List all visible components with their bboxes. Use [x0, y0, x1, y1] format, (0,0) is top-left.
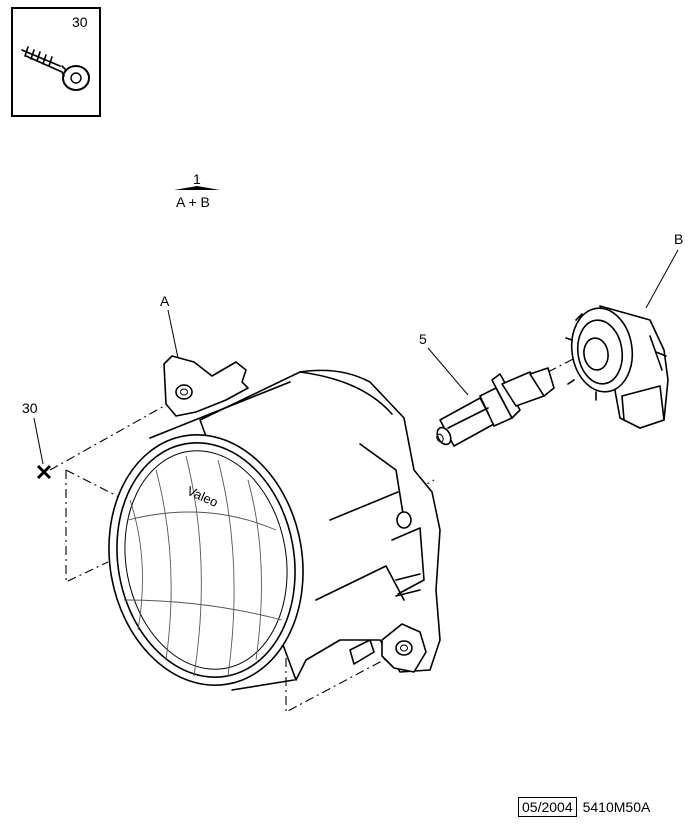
bulb-holder-connector	[565, 305, 669, 429]
screw-position-icon	[36, 464, 52, 480]
callout-b-label: B	[674, 231, 683, 247]
callout-b-leader	[645, 249, 679, 309]
operation-parts: A + B	[176, 194, 210, 210]
screw-icon	[21, 46, 90, 91]
screw-box-number: 30	[72, 14, 88, 30]
fog-lamp-housing: Valeo	[108, 355, 441, 691]
callout-bulb-leader	[427, 347, 469, 396]
document-footer: 05/2004 5410M50A	[518, 797, 650, 817]
operation-number: 1	[193, 171, 201, 187]
callout-a-leader	[167, 309, 179, 359]
callout-screw-leader	[33, 417, 44, 465]
operation-reference: 1 A + B	[174, 171, 220, 210]
bulb-icon	[436, 367, 555, 447]
screw-detail-box: 30	[11, 7, 101, 117]
footer-reference: 5410M50A	[582, 799, 651, 815]
footer-date: 05/2004	[518, 797, 577, 817]
operation-arrows-icon	[174, 186, 220, 190]
callout-a-label: A	[160, 293, 170, 309]
callout-bulb-label: 5	[419, 331, 427, 347]
callout-screw-label: 30	[22, 400, 38, 416]
